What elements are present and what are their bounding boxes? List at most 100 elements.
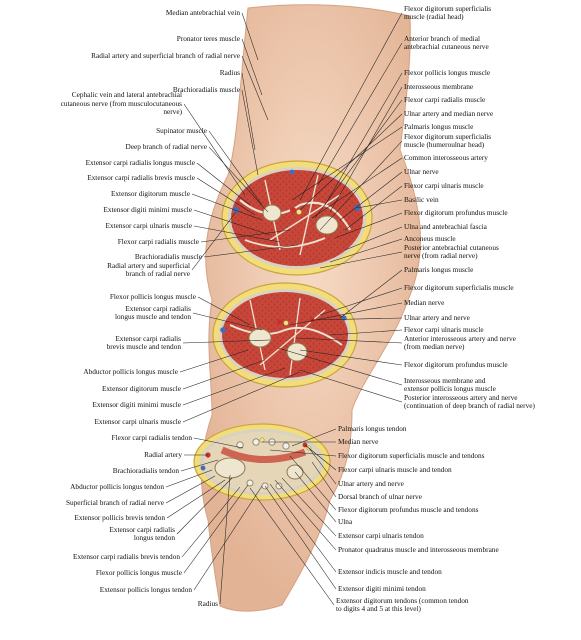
leader-line bbox=[219, 474, 231, 605]
leader-line bbox=[191, 211, 237, 271]
leader-line bbox=[311, 157, 403, 219]
right-label: Interosseous membrane and extensor polli… bbox=[404, 375, 496, 393]
right-label: Extensor indicis muscle and tendon bbox=[338, 566, 442, 576]
leader-line bbox=[314, 99, 403, 219]
right-label: Flexor digitorum superficialis muscle bbox=[404, 282, 514, 292]
right-label: Flexor digitorum profundus muscle bbox=[404, 207, 508, 217]
lower-cross-section bbox=[193, 423, 331, 501]
right-label: Ulna bbox=[338, 516, 353, 526]
left-label: Median antebrachial vein bbox=[165, 7, 240, 17]
leader-line bbox=[182, 359, 266, 390]
left-label: Cephalic vein and lateral antebrachial c… bbox=[60, 90, 182, 117]
leader-line bbox=[249, 487, 335, 606]
left-label: Extensor carpi radialis brevis muscle bbox=[87, 172, 195, 182]
right-label: Flexor digitorum superficialis muscle an… bbox=[338, 450, 485, 460]
leader-line bbox=[193, 225, 281, 243]
leader-line bbox=[324, 72, 403, 206]
right-label: Ulna and antebrachial fascia bbox=[404, 221, 487, 231]
left-label: Extensor carpi ulnaris muscle bbox=[94, 416, 181, 426]
right-label: Palmaris longus muscle bbox=[404, 121, 474, 131]
left-label: Radial artery bbox=[144, 449, 182, 459]
left-label: Pronator teres muscle bbox=[176, 33, 240, 43]
leader-line bbox=[299, 349, 403, 366]
right-label: Ulnar artery and nerve bbox=[404, 312, 470, 322]
left-label: Extensor digiti minimi muscle bbox=[103, 204, 192, 214]
leader-line bbox=[311, 461, 337, 498]
leader-line bbox=[299, 369, 403, 403]
right-label: Extensor digitorum tendons (common tendo… bbox=[336, 595, 469, 613]
right-label: Flexor carpi radialis muscle bbox=[404, 94, 486, 104]
right-label: Palmaris longus tendon bbox=[338, 423, 407, 433]
leader-line bbox=[241, 12, 259, 61]
right-label: Flexor carpi ulnaris muscle and tendon bbox=[338, 464, 452, 474]
leader-line bbox=[166, 479, 226, 519]
left-label: Supinator muscle bbox=[156, 125, 207, 135]
left-label: Flexor pollicis longus muscle bbox=[109, 291, 196, 301]
right-label: Anconeus muscle bbox=[404, 233, 456, 243]
leader-line bbox=[329, 238, 403, 263]
leader-line bbox=[208, 146, 269, 213]
left-label: Abductor pollicis longus muscle bbox=[83, 366, 178, 376]
left-label: Brachioradialis muscle bbox=[134, 251, 202, 261]
right-label: Median nerve bbox=[338, 436, 379, 446]
right-label: Flexor digitorum profundus muscle and te… bbox=[338, 504, 479, 514]
right-label: Ulnar artery and median nerve bbox=[404, 108, 494, 118]
leader-line bbox=[191, 193, 263, 221]
leader-line bbox=[329, 329, 403, 336]
leader-line bbox=[317, 42, 403, 186]
middle-cross-section bbox=[212, 282, 358, 388]
leader-line bbox=[192, 312, 263, 331]
right-label: Extensor carpi ulnaris tendon bbox=[338, 530, 424, 540]
leader-line bbox=[319, 287, 403, 316]
leader-line bbox=[241, 89, 259, 176]
leader-line bbox=[197, 296, 251, 326]
left-label: Radial artery and superficial branch of … bbox=[91, 50, 240, 60]
leader-line bbox=[277, 347, 403, 386]
leader-line bbox=[196, 177, 256, 216]
left-label: Extensor carpi radialis longus muscle bbox=[85, 157, 195, 167]
leader-line bbox=[289, 302, 403, 326]
leader-line bbox=[181, 486, 241, 558]
right-label: Flexor pollicis longus muscle bbox=[404, 67, 491, 77]
leader-line bbox=[193, 437, 244, 449]
right-label: Ulnar artery and nerve bbox=[338, 478, 404, 488]
right-label: Pronator quadratus muscle and interosseo… bbox=[338, 544, 499, 554]
leader-line bbox=[200, 229, 291, 243]
leader-line bbox=[264, 485, 337, 590]
right-label: Palmaris longus muscle bbox=[404, 264, 474, 274]
leader-lines bbox=[165, 12, 403, 606]
leader-line bbox=[182, 367, 286, 406]
leader-line bbox=[180, 459, 219, 472]
leader-line bbox=[299, 12, 403, 201]
leader-line bbox=[291, 428, 337, 447]
leader-line bbox=[193, 209, 271, 236]
right-label: Flexor digitorum superficialis muscle (h… bbox=[404, 131, 492, 149]
right-label: Posterior antebrachial cutaneous nerve (… bbox=[404, 242, 499, 260]
left-label: Extensor carpi radialis brevis tendon bbox=[73, 551, 180, 561]
leader-line bbox=[165, 469, 213, 488]
leader-line bbox=[274, 479, 337, 551]
right-label: Flexor carpi ulnaris muscle bbox=[404, 324, 484, 334]
leader-line bbox=[203, 244, 299, 258]
leader-line bbox=[165, 475, 216, 504]
left-label: Radial artery and superficial branch of … bbox=[107, 260, 190, 278]
leader-line bbox=[334, 212, 403, 239]
leader-line bbox=[295, 337, 403, 344]
right-label: Extensor digiti minimi tendon bbox=[338, 583, 426, 593]
leader-line bbox=[281, 477, 337, 537]
left-label: Flexor pollicis longus muscle bbox=[95, 567, 182, 577]
left-label: Extensor digiti minimi muscle bbox=[92, 399, 181, 409]
left-label: Extensor pollicis longus tendon bbox=[99, 584, 192, 594]
right-label: Flexor digitorum profundus muscle bbox=[404, 359, 508, 369]
left-label: Radius bbox=[197, 598, 218, 608]
leader-line bbox=[269, 449, 337, 457]
left-label: Radius bbox=[219, 67, 240, 77]
leader-line bbox=[289, 455, 337, 511]
leader-line bbox=[319, 251, 403, 269]
right-label: Dorsal branch of ulnar nerve bbox=[338, 491, 422, 501]
left-label: Extensor carpi ulnaris muscle bbox=[105, 220, 192, 230]
right-label: Flexor digitorum superficialis muscle (r… bbox=[404, 3, 492, 21]
leader-line bbox=[241, 72, 256, 151]
leader-line bbox=[344, 185, 403, 231]
